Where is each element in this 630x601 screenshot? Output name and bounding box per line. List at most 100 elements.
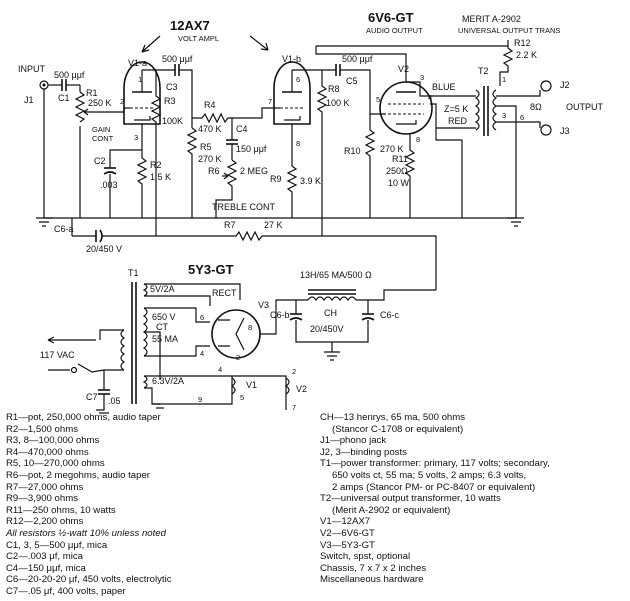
c7-label: C7 — [86, 392, 98, 402]
r4-resistor — [192, 112, 244, 124]
r6-label: R6 — [208, 166, 220, 176]
tube1-function: VOLT AMPL — [178, 34, 219, 43]
parts-line: C4—150 μμf, mica — [6, 562, 86, 574]
r9-label: R9 — [270, 174, 282, 184]
c5-to-v2-grid-wire — [340, 69, 386, 115]
transformer-note-line1: MERIT A-2902 — [462, 14, 521, 24]
v1b-pin-6: 6 — [296, 75, 300, 84]
ac-input-label: 117 VAC — [40, 350, 75, 360]
c1-value: 500 μμf — [54, 70, 85, 80]
c5-value: 500 μμf — [342, 54, 373, 64]
parts-line: R11—250 ohms, 10 watts — [6, 504, 116, 516]
j3-label: J3 — [560, 126, 570, 136]
output-label: OUTPUT — [566, 102, 604, 112]
r3-value: 100K — [162, 116, 183, 126]
r11-value-1: 250Ω — [386, 166, 408, 176]
v1a-tube — [123, 61, 161, 125]
r8-value: 100 K — [326, 98, 350, 108]
t2-primary — [474, 89, 480, 131]
v2-label: V2 — [398, 64, 409, 74]
rect-output-wire — [260, 299, 308, 335]
parts-line: R6—pot, 2 megohms, audio taper — [6, 469, 150, 481]
r7-label: R7 — [224, 220, 236, 230]
r11-value-2: 10 W — [388, 178, 410, 188]
transformer-note-line2: UNIVERSAL OUTPUT TRANS — [458, 26, 560, 35]
ground-symbol-right — [508, 217, 524, 227]
v1b-cathode — [284, 116, 301, 121]
c2-label: C2 — [94, 156, 106, 166]
parts-line: (Merit A-2902 or equivalent) — [332, 504, 451, 516]
heater-pin-4: 4 — [218, 365, 222, 374]
c6b-label: C6-b — [270, 310, 290, 320]
heater-pin-2: 2 — [292, 367, 296, 376]
parts-line: R7—27,000 ohms — [6, 481, 84, 493]
output-j3-wire — [496, 121, 541, 128]
parts-line: J1—phono jack — [320, 435, 387, 447]
r2-value: 1.5 K — [150, 172, 171, 182]
r1-label: R1 — [86, 88, 98, 98]
v1b-pin-7: 7 — [268, 97, 272, 106]
v3-filament — [235, 317, 245, 351]
parts-line: V1—12AX7 — [320, 516, 371, 528]
r11-resistor — [404, 134, 416, 218]
rectifier-type: 5Y3-GT — [188, 262, 234, 277]
parts-line: R1—pot, 250,000 ohms, audio taper — [6, 412, 161, 423]
blue-lead-label: BLUE — [432, 82, 456, 92]
primary-wire-top — [99, 329, 124, 340]
v2-tube — [379, 81, 433, 135]
c6bc-ground-symbol — [324, 351, 340, 361]
parts-line: 650 volts ct, 55 ma; 5 volts, 2 amps; 6.… — [332, 469, 527, 481]
parts-list-right: CH—13 henrys, 65 ma, 500 ohms(Stancor C-… — [320, 412, 550, 586]
v3-label: V3 — [258, 300, 269, 310]
r9-resistor — [286, 150, 298, 218]
t2-secondary — [492, 89, 498, 131]
parts-line: T2—universal output transformer, 10 watt… — [320, 493, 501, 505]
parts-line: R12—2,200 ohms — [6, 516, 84, 528]
r3-label: R3 — [164, 96, 176, 106]
t2-pin-1: 1 — [502, 75, 506, 84]
v2-pin-5: 5 — [376, 95, 380, 104]
heater-to-v2 — [232, 375, 287, 410]
r6-pot — [215, 159, 238, 218]
r10-resistor — [364, 114, 376, 218]
v2-pin-3: 3 — [420, 73, 424, 82]
c5-label: C5 — [346, 76, 358, 86]
c6c-label: C6-c — [380, 310, 400, 320]
output-ground-wire — [496, 105, 517, 218]
r5-resistor — [186, 127, 198, 218]
c1-label: C1 — [58, 93, 70, 103]
v1a-pin-3: 3 — [134, 133, 138, 142]
sec-5v-label: 5V/2A — [150, 284, 175, 294]
c6c-plate-b — [361, 317, 375, 321]
j2-post — [540, 80, 552, 92]
v2-cathode — [396, 120, 417, 125]
c3-to-r5-wire — [179, 69, 193, 128]
heater-pin-5: 5 — [240, 393, 244, 402]
ct-label: CT — [156, 322, 168, 332]
v1a-pin-1: 1 — [138, 75, 142, 84]
ma55-label: 55 MA — [152, 334, 178, 344]
r12-resistor — [499, 40, 514, 86]
r7-rail — [102, 230, 437, 290]
choke-coil — [307, 296, 357, 302]
parts-line: C6—20-20-20 μf, 450 volts, electrolytic — [6, 574, 172, 586]
parts-line: R2—1,500 ohms — [6, 423, 78, 435]
t1-sec-63v — [142, 375, 148, 389]
t2-pin-3: 3 — [502, 111, 506, 120]
r5-label: R5 — [200, 142, 212, 152]
red-lead-label: RED — [448, 116, 468, 126]
t2-blue-wire — [406, 81, 476, 97]
parts-line: CH—13 henrys, 65 ma, 500 ohms — [320, 412, 466, 423]
sec-650v-label: 650 V — [152, 312, 176, 322]
r11-label: R11 — [392, 154, 408, 164]
parts-line: 2 amps (Stancor PM- or PC-8407 or equiva… — [332, 481, 536, 493]
ac-switch-lead — [48, 363, 105, 373]
v3-pin-2: 2 — [236, 353, 240, 362]
r10-label: R10 — [344, 146, 361, 156]
r3-resistor — [150, 70, 162, 236]
parts-line: V3—5Y3-GT — [320, 539, 375, 551]
parts-line: J2, 3—binding posts — [320, 446, 407, 458]
t2-impedance: Z=5 K — [444, 104, 468, 114]
v1b-label: V1-b — [282, 54, 301, 64]
